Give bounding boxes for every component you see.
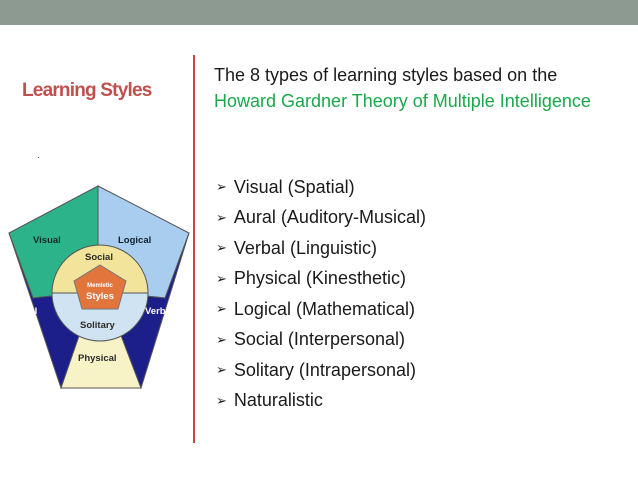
intro-prefix: The 8 types of learning styles based on … bbox=[214, 65, 558, 85]
list-item: ➢ Social (Interpersonal) bbox=[214, 325, 426, 356]
list-item-label: Solitary (Intrapersonal) bbox=[233, 359, 416, 380]
arrow-bullet-icon: ➢ bbox=[216, 331, 227, 347]
diagram-label-visual: Visual bbox=[33, 235, 61, 246]
list-item: ➢ Verbal (Linguistic) bbox=[214, 233, 426, 264]
list-item-label: Naturalistic bbox=[233, 390, 323, 411]
list-item-label: Aural (Auditory-Musical) bbox=[233, 207, 426, 228]
stray-dot: . bbox=[37, 150, 40, 161]
diagram-label-aural: Aural bbox=[13, 306, 37, 317]
diagram-label-center-line1: Memletic bbox=[87, 283, 113, 289]
top-bar bbox=[0, 0, 638, 25]
list-item: ➢ Solitary (Intrapersonal) bbox=[214, 355, 426, 386]
intro-highlight: Howard Gardner Theory of Multiple Intell… bbox=[214, 91, 591, 111]
learning-styles-diagram: Visual Logical Social Memletic Styles Au… bbox=[8, 185, 190, 390]
arrow-bullet-icon: ➢ bbox=[216, 392, 227, 408]
arrow-bullet-icon: ➢ bbox=[216, 240, 227, 256]
inner-circle-bottom bbox=[51, 292, 149, 342]
diagram-label-social: Social bbox=[85, 252, 113, 263]
list-item: ➢ Aural (Auditory-Musical) bbox=[214, 203, 426, 234]
diagram-label-center-line2: Styles bbox=[86, 291, 114, 302]
list-item-label: Physical (Kinesthetic) bbox=[233, 268, 406, 289]
list-item-label: Social (Interpersonal) bbox=[233, 329, 405, 350]
list-item: ➢ Logical (Mathematical) bbox=[214, 294, 426, 325]
diagram-label-solitary: Solitary bbox=[80, 320, 116, 331]
side-title: Learning Styles bbox=[22, 80, 152, 101]
list-item-label: Verbal (Linguistic) bbox=[233, 237, 377, 258]
list-item: ➢ Physical (Kinesthetic) bbox=[214, 264, 426, 295]
arrow-bullet-icon: ➢ bbox=[216, 209, 227, 225]
diagram-label-physical: Physical bbox=[78, 353, 117, 364]
list-item-label: Logical (Mathematical) bbox=[233, 298, 415, 319]
intro-text: The 8 types of learning styles based on … bbox=[214, 62, 614, 114]
list-item: ➢ Naturalistic bbox=[214, 386, 426, 417]
list-item: ➢ Visual (Spatial) bbox=[214, 172, 426, 203]
divider-line bbox=[193, 55, 195, 443]
arrow-bullet-icon: ➢ bbox=[216, 179, 227, 195]
arrow-bullet-icon: ➢ bbox=[216, 270, 227, 286]
learning-styles-list: ➢ Visual (Spatial) ➢ Aural (Auditory-Music… bbox=[214, 172, 426, 416]
center-pentagon bbox=[73, 264, 127, 310]
list-item-label: Visual (Spatial) bbox=[233, 176, 355, 197]
arrow-bullet-icon: ➢ bbox=[216, 362, 227, 378]
diagram-label-logical: Logical bbox=[118, 235, 151, 246]
diagram-label-verbal: Verbal bbox=[145, 306, 174, 317]
arrow-bullet-icon: ➢ bbox=[216, 301, 227, 317]
